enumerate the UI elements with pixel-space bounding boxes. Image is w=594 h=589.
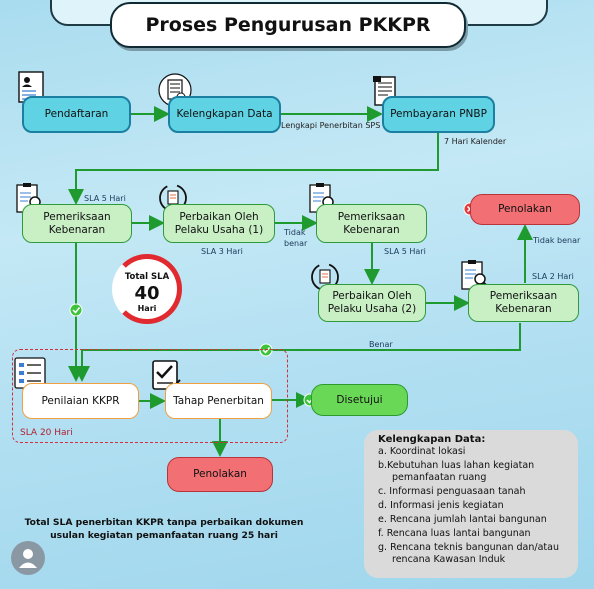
step-tahap-penerbitan: Tahap Penerbitan — [165, 383, 272, 419]
kelengkapan-item: b.Kebutuhan luas lahan kegiatan pemanfaa… — [378, 460, 535, 483]
kelengkapan-data-panel: Kelengkapan Data: a. Koordinat lokasi b.… — [364, 430, 578, 578]
page-title: Proses Pengurusan PKKPR — [145, 14, 431, 36]
kelengkapan-item: c. Informasi penguasaan tanah — [378, 486, 526, 497]
arrow-pemeriksaan3-penilaian — [74, 323, 521, 382]
step-kelengkapan-label: Kelengkapan Data — [176, 108, 273, 120]
step-pendaftaran: Pendaftaran — [22, 96, 131, 133]
step-kelengkapan-data: Kelengkapan Data — [168, 96, 281, 133]
step-pembayaran-label: Pembayaran PNBP — [390, 108, 487, 120]
step-pemeriksaan-kebenaran-2: Pemeriksaan Kebenaran — [316, 204, 427, 243]
step-pemeriksaan-kebenaran-3: Pemeriksaan Kebenaran — [468, 284, 579, 322]
label-lengkapi-sps: Lengkapi Penerbitan SPS — [281, 121, 381, 130]
step-tahap-label: Tahap Penerbitan — [173, 394, 264, 407]
step-pendaftaran-label: Pendaftaran — [44, 108, 109, 120]
step-perbaikan-1: Perbaikan Oleh Pelaku Usaha (1) — [163, 204, 275, 243]
kelengkapan-item: f. Rencana luas lantai bangunan — [378, 528, 531, 539]
step-disetujui-label: Disetujui — [336, 393, 383, 406]
step-perbaikan-2-label: Perbaikan Oleh Pelaku Usaha (2) — [327, 290, 417, 315]
step-pembayaran-pnbp: Pembayaran PNBP — [382, 96, 495, 133]
label-tidak-benar-2: Tidak benar — [533, 236, 581, 245]
step-disetujui: Disetujui — [311, 384, 408, 416]
step-pemeriksaan-1-label: Pemeriksaan Kebenaran — [43, 210, 111, 236]
step-perbaikan-1-label: Perbaikan Oleh Pelaku Usaha (1) — [174, 210, 264, 236]
arrow-pembayaran-pemeriksaan1 — [68, 133, 439, 205]
title-box: Proses Pengurusan PKKPR — [110, 2, 466, 48]
label-benar: Benar — [369, 340, 393, 349]
step-penolakan-bottom-label: Penolakan — [193, 468, 247, 480]
step-penolakan-top: Penolakan — [470, 194, 580, 225]
kelengkapan-heading: Kelengkapan Data: — [378, 434, 486, 445]
step-pemeriksaan-kebenaran-1: Pemeriksaan Kebenaran — [22, 204, 132, 243]
label-sla-2-hari: SLA 2 Hari — [532, 272, 574, 281]
total-sla-note: Total SLA penerbitan KKPR tanpa perbaika… — [24, 517, 304, 541]
checklist-icon — [14, 357, 46, 389]
step-pemeriksaan-3-label: Pemeriksaan Kebenaran — [489, 290, 558, 315]
check-circle-icon — [259, 343, 273, 357]
step-penolakan-top-label: Penolakan — [498, 203, 552, 215]
kelengkapan-item: g. Rencana teknis bangunan dan/atau renc… — [378, 542, 559, 565]
step-penilaian-kkpr: Penilaian KKPR — [22, 383, 139, 419]
step-perbaikan-2: Perbaikan Oleh Pelaku Usaha (2) — [318, 284, 426, 322]
sla-20-group — [12, 349, 288, 443]
label-sla-3-hari: SLA 3 Hari — [201, 247, 243, 256]
label-tidak-benar-1: Tidak benar — [284, 228, 308, 248]
label-sla-5-hari-b: SLA 5 Hari — [384, 247, 426, 256]
step-penolakan-bottom: Penolakan — [167, 457, 273, 492]
total-sla-value: 40 — [134, 283, 160, 304]
total-sla-caption: Total SLA — [124, 272, 170, 282]
kelengkapan-item: e. Rencana jumlah lantai bangunan — [378, 514, 547, 525]
sla-20-label: SLA 20 Hari — [20, 428, 73, 438]
user-silhouette-icon — [19, 549, 37, 568]
kelengkapan-item: d. Informasi jenis kegiatan — [378, 500, 504, 511]
step-penilaian-label: Penilaian KKPR — [41, 394, 120, 407]
total-sla-unit: Hari — [137, 304, 157, 313]
check-circle-icon — [69, 303, 83, 317]
avatar-icon[interactable] — [11, 541, 45, 575]
total-sla-badge: Total SLA 40 Hari — [112, 254, 182, 324]
label-7-hari: 7 Hari Kalender — [444, 137, 507, 146]
label-sla-5-hari-a: SLA 5 Hari — [84, 194, 126, 203]
kelengkapan-item: a. Koordinat lokasi — [378, 446, 466, 457]
clipboard-search-icon — [461, 260, 489, 290]
step-pemeriksaan-2-label: Pemeriksaan Kebenaran — [337, 210, 406, 236]
